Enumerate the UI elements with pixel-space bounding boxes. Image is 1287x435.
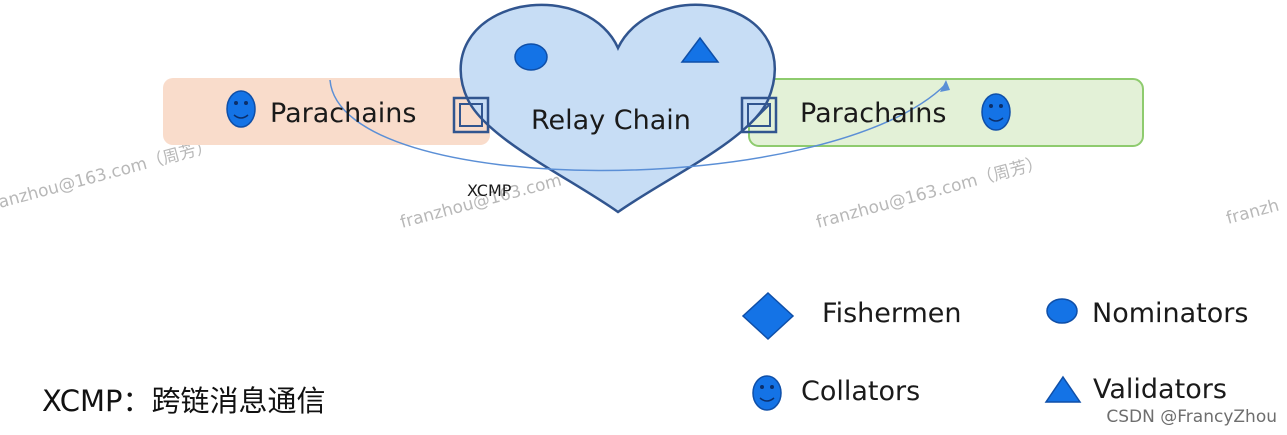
nominator-icon <box>1046 298 1078 324</box>
xcmp-arrowhead <box>940 80 950 92</box>
xcmp-definition: XCMP：跨链消息通信 <box>42 384 326 418</box>
watermark-text: anzhou@163.com（周芳） <box>0 136 215 213</box>
right-parachain-label: Parachains <box>800 98 946 129</box>
nominator-icon <box>514 43 548 71</box>
xcmp-arrow-label: XCMP <box>467 181 512 200</box>
collator-icon <box>752 375 782 411</box>
collator-icon <box>981 93 1011 131</box>
left-parachain-label: Parachains <box>270 98 416 129</box>
watermark-text: franzhou@163.com（周芳） <box>814 153 1045 233</box>
left-bridge-icon <box>452 96 490 134</box>
xcmp-arrow <box>329 79 947 172</box>
legend-nominators-label: Nominators <box>1092 298 1248 329</box>
watermark-text: franzh <box>1224 196 1281 229</box>
right-bridge-icon <box>740 96 778 134</box>
legend-fishermen-label: Fishermen <box>822 298 962 329</box>
relay-chain-label: Relay Chain <box>531 105 691 136</box>
source-credit: CSDN @FrancyZhou <box>1106 407 1277 427</box>
validator-icon <box>1044 375 1082 403</box>
legend-validators-label: Validators <box>1093 374 1227 405</box>
validator-icon <box>680 36 720 63</box>
legend-collators-label: Collators <box>801 376 920 407</box>
fishermen-icon <box>741 291 795 341</box>
collator-icon <box>226 90 256 128</box>
